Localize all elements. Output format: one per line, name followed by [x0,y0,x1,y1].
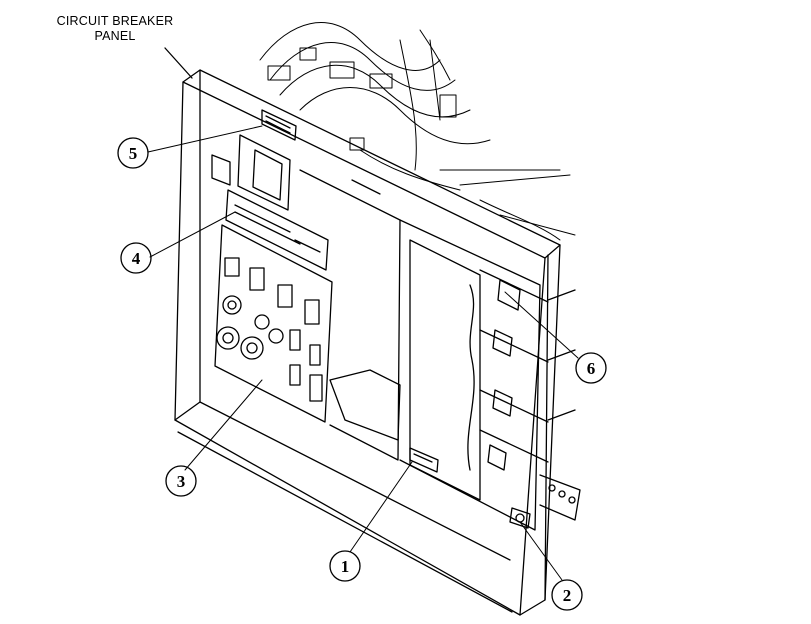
callout-number-5: 5 [129,144,138,163]
callout-number-1: 1 [341,557,350,576]
panel-enclosure [174,69,561,616]
right-compartment [399,219,581,531]
callout-number-4: 4 [132,249,141,268]
callout-number-2: 2 [563,586,572,605]
callout-circle-4 [120,242,152,274]
leader-1 [349,461,413,553]
callout-leaders [147,125,579,581]
callout-circle-2 [551,579,583,611]
callout-circle-5 [117,137,149,169]
top-wiring-harness [259,22,576,241]
center-section [299,169,401,461]
diagram-title: CIRCUIT BREAKER PANEL [40,14,190,44]
leader-5 [147,125,263,153]
callout-number-3: 3 [177,472,186,491]
callout-circle-1 [329,550,361,582]
label-plate-4 [225,189,329,271]
leader-2 [519,521,563,581]
title-line-2: PANEL [94,29,136,43]
callout-circle-6 [575,352,607,384]
title-leader-line [164,47,193,79]
label-plate-1 [409,447,439,473]
leader-4 [149,211,236,258]
receptacle-panel [214,224,333,423]
callout-circle-3 [165,465,197,497]
callout-number-6: 6 [587,359,596,378]
meter-window [211,134,291,211]
leader-3 [184,379,263,471]
label-plate-5 [261,109,297,141]
title-line-1: CIRCUIT BREAKER [56,14,174,28]
leader-6 [504,291,579,359]
